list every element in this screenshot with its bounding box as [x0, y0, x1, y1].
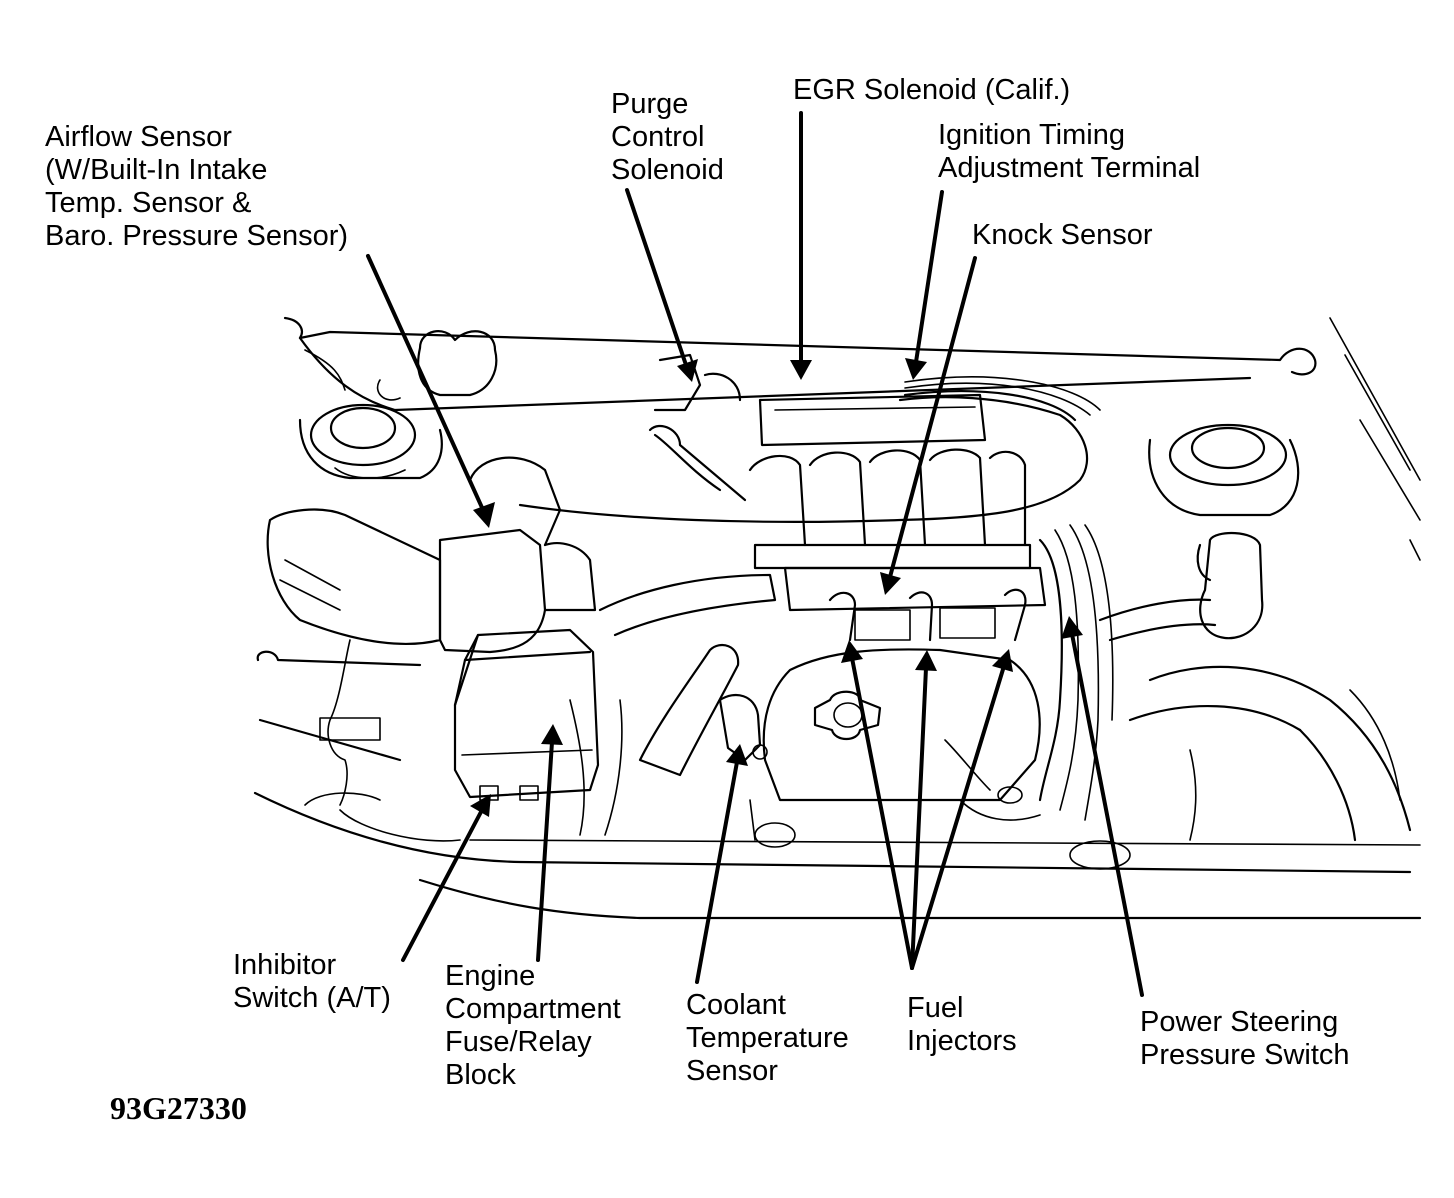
leader-power-steering-switch	[1070, 632, 1144, 997]
label-line: Control	[611, 121, 705, 153]
label-airflow-sensor: Airflow Sensor (W/Built-In Intake Temp. …	[45, 121, 348, 253]
label-line: Adjustment Terminal	[938, 152, 1201, 184]
label-line: Fuse/Relay	[445, 1026, 592, 1058]
label-line: Airflow Sensor	[45, 121, 232, 153]
label-line: Temp. Sensor &	[45, 187, 252, 219]
label-line: Solenoid	[611, 154, 724, 186]
arrowhead-airflow-sensor	[473, 502, 495, 528]
label-line: Switch (A/T)	[233, 982, 391, 1014]
arrowhead-power-steering-switch	[1061, 616, 1083, 639]
label-ignition-timing-terminal: Ignition Timing Adjustment Terminal	[938, 119, 1200, 185]
figure-code: 93G27330	[110, 1090, 247, 1126]
label-fuse-relay-block: Engine Compartment Fuse/Relay Block	[445, 960, 621, 1092]
label-line: Knock Sensor	[972, 219, 1153, 251]
label-egr-solenoid: EGR Solenoid (Calif.)	[793, 74, 1070, 107]
label-line: Injectors	[907, 1025, 1017, 1057]
label-line: Engine	[445, 960, 536, 992]
leader-coolant-temp-sensor	[695, 760, 739, 984]
label-line: (W/Built-In Intake	[45, 154, 268, 186]
label-inhibitor-switch: Inhibitor Switch (A/T)	[233, 949, 391, 1015]
leader-fuel-injector-3	[910, 664, 1006, 970]
leader-fuse-relay-block	[536, 740, 554, 962]
leader-purge-solenoid	[625, 188, 688, 367]
leader-fuel-injector-2	[910, 666, 928, 970]
leader-inhibitor-switch	[401, 808, 484, 962]
label-line: Purge	[611, 88, 689, 120]
label-line: Block	[445, 1059, 516, 1091]
label-line: Inhibitor	[233, 949, 337, 981]
label-line: Ignition Timing	[938, 119, 1125, 151]
arrowhead-purge-solenoid	[677, 359, 698, 382]
arrowhead-fuel-injector-3	[992, 649, 1013, 672]
arrowhead-inhibitor-switch	[470, 794, 491, 817]
arrowhead-knock-sensor	[880, 572, 901, 595]
label-power-steering-switch: Power Steering Pressure Switch	[1140, 1006, 1350, 1072]
arrowhead-fuel-injector-1	[841, 640, 863, 663]
arrowhead-fuel-injector-2	[915, 650, 937, 671]
label-coolant-temperature-sensor: Coolant Temperature Sensor	[686, 989, 849, 1088]
label-line: Temperature	[686, 1022, 849, 1054]
arrowhead-coolant-temp-sensor	[726, 744, 748, 766]
arrowhead-fuse-relay-block	[541, 724, 563, 745]
label-line: Power Steering	[1140, 1006, 1339, 1038]
label-line: Baro. Pressure Sensor)	[45, 220, 349, 252]
leader-lines	[366, 111, 1144, 997]
label-line: Coolant	[686, 989, 786, 1021]
leader-knock-sensor	[888, 256, 977, 579]
label-knock-sensor: Knock Sensor	[972, 219, 1153, 252]
leader-fuel-injector-1	[850, 656, 914, 970]
leader-ignition-timing	[914, 190, 944, 364]
label-fuel-injectors: Fuel Injectors	[907, 992, 1017, 1058]
label-line: Compartment	[445, 993, 621, 1025]
label-line: Pressure Switch	[1140, 1039, 1350, 1071]
label-line: EGR Solenoid (Calif.)	[793, 74, 1071, 106]
label-line: Sensor	[686, 1055, 778, 1087]
arrowhead-egr-solenoid	[790, 360, 812, 380]
engine-outline	[253, 316, 1422, 920]
leader-airflow-sensor	[366, 254, 486, 514]
arrowhead-ignition-timing	[905, 358, 927, 380]
label-line: Fuel	[907, 992, 964, 1024]
label-purge-control-solenoid: Purge Control Solenoid	[611, 88, 724, 187]
